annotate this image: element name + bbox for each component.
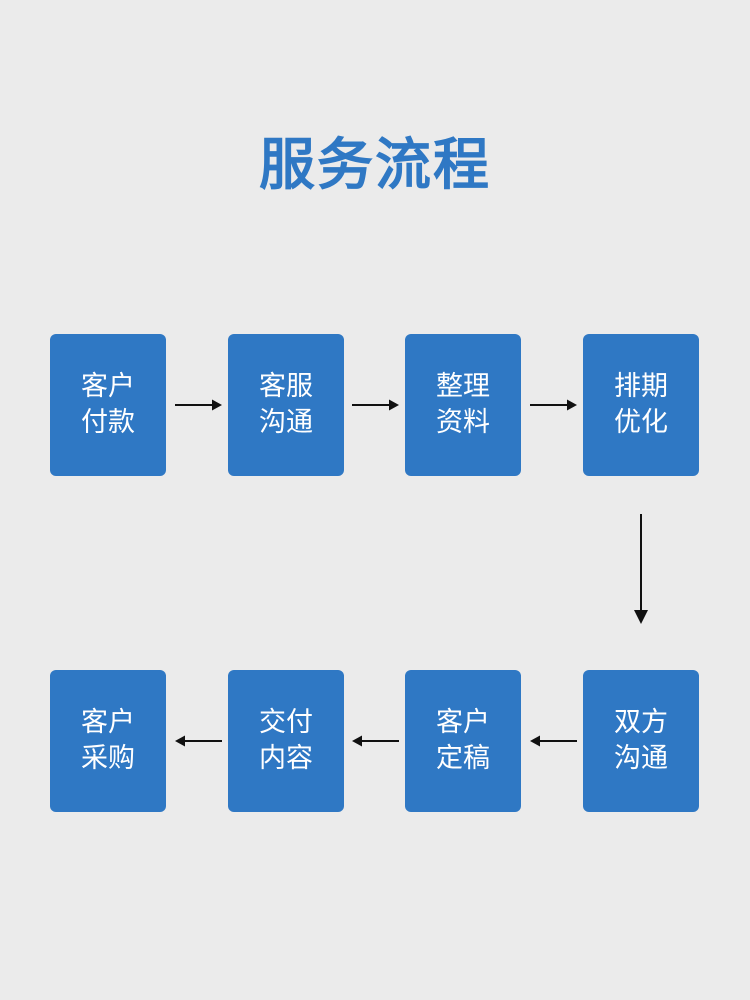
step-box-5: 双方 沟通 <box>583 670 699 812</box>
step-4-line-1: 排期 <box>614 371 668 402</box>
arrow-right-icon-1 <box>175 399 222 411</box>
step-box-2: 客服 沟通 <box>228 334 344 476</box>
step-7-line-1: 交付 <box>259 707 313 738</box>
step-5-line-1: 双方 <box>614 707 668 738</box>
step-1-line-2: 付款 <box>81 407 135 438</box>
step-box-6: 客户 定稿 <box>405 670 521 812</box>
step-box-8: 客户 采购 <box>50 670 166 812</box>
arrow-right-icon-3 <box>530 399 577 411</box>
step-8-line-1: 客户 <box>81 707 135 738</box>
arrow-right-icon-2 <box>352 399 399 411</box>
step-box-4: 排期 优化 <box>583 334 699 476</box>
step-8-line-2: 采购 <box>81 743 135 774</box>
step-3-line-2: 资料 <box>436 407 490 438</box>
step-5-line-2: 沟通 <box>614 743 668 774</box>
arrow-left-icon-1 <box>530 735 577 747</box>
step-2-line-2: 沟通 <box>259 407 313 438</box>
step-box-3: 整理 资料 <box>405 334 521 476</box>
arrow-down-icon <box>634 514 648 624</box>
step-2-line-1: 客服 <box>259 371 313 402</box>
page-title: 服务流程 <box>259 133 491 198</box>
step-box-1: 客户 付款 <box>50 334 166 476</box>
step-4-line-2: 优化 <box>614 407 668 438</box>
arrow-left-icon-3 <box>175 735 222 747</box>
step-6-line-1: 客户 <box>436 707 490 738</box>
step-6-line-2: 定稿 <box>436 743 490 774</box>
arrow-left-icon-2 <box>352 735 399 747</box>
step-3-line-1: 整理 <box>436 371 490 402</box>
step-box-7: 交付 内容 <box>228 670 344 812</box>
step-1-line-1: 客户 <box>81 371 135 402</box>
step-7-line-2: 内容 <box>259 743 313 774</box>
